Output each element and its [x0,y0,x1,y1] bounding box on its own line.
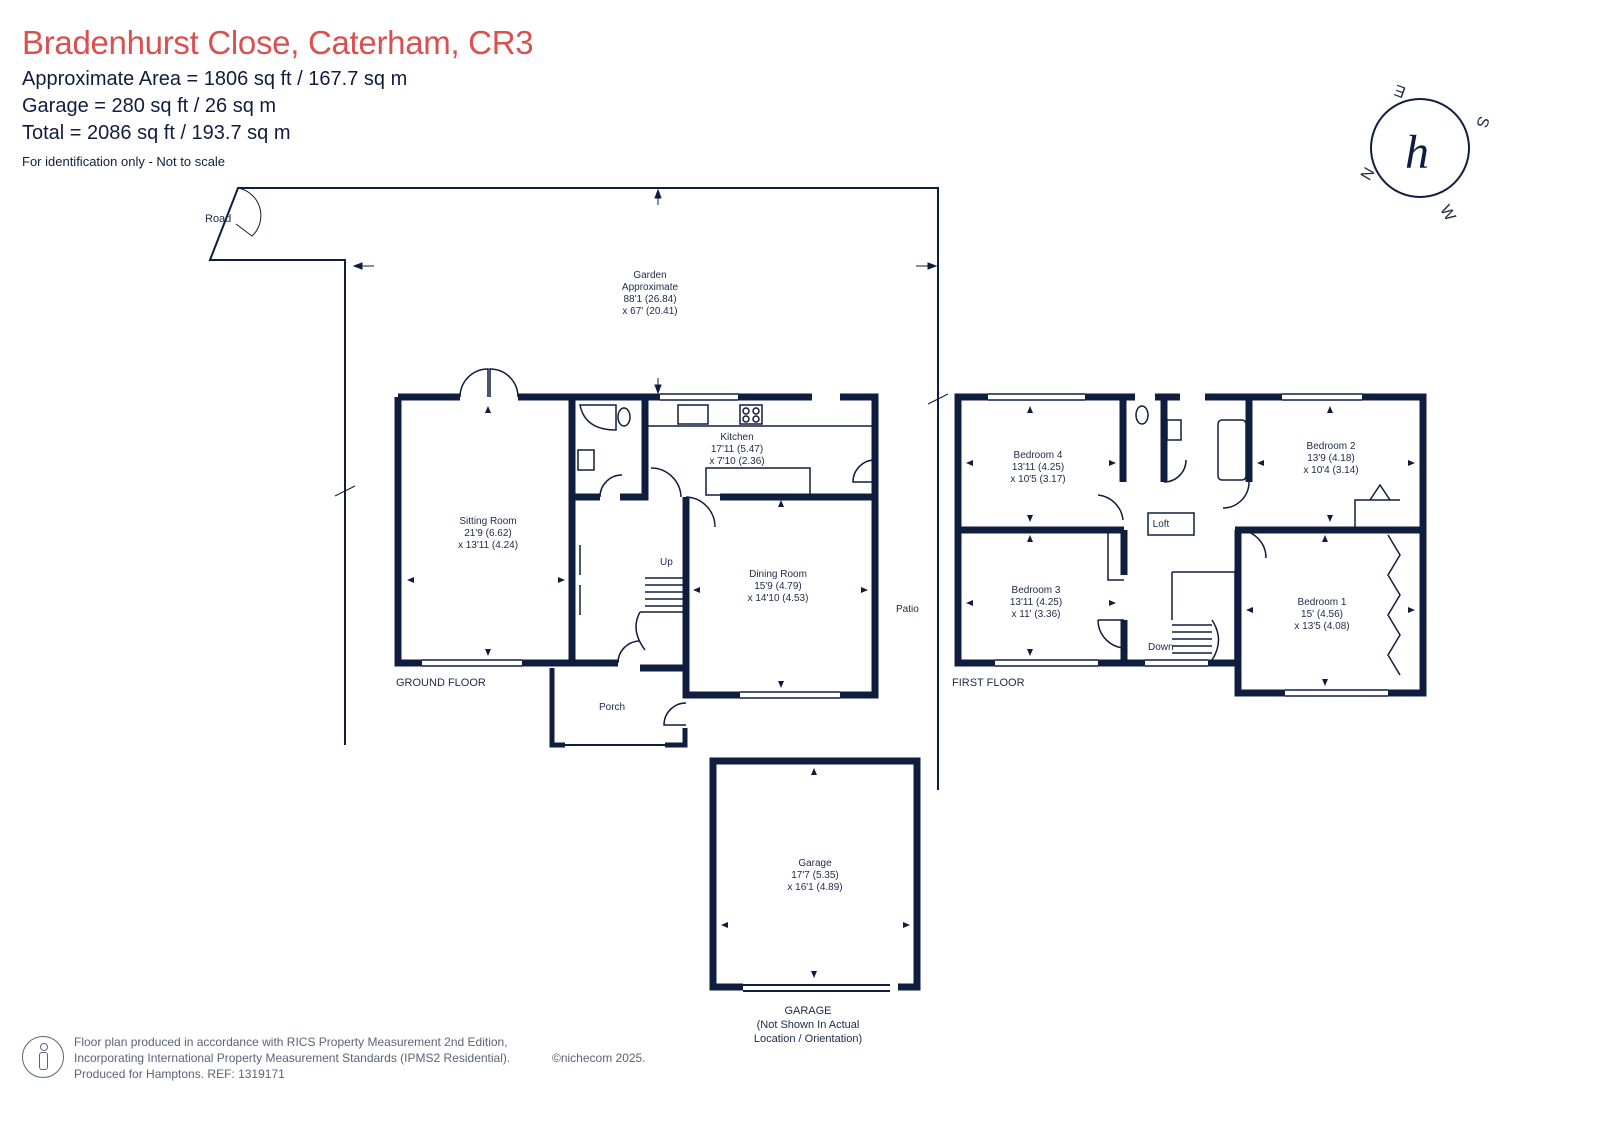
porch-walls [549,668,688,748]
garage-caption-line2: (Not Shown In Actual [757,1019,860,1031]
garage-dim2: x 16'1 (4.89) [787,882,842,893]
garage-name: Garage [798,858,832,869]
road-label: Road [205,213,231,225]
garden-dimension-arrows [352,188,938,395]
garden-approx: Approximate [622,282,679,293]
total-area: Total = 2086 sq ft / 193.7 sq m [22,122,291,144]
garage-dim1: 17'7 (5.35) [791,870,839,881]
compass-logo: h N E S W [1358,81,1492,225]
dining-room-dim2: x 14'10 (4.53) [748,593,809,604]
disclaimer: For identification only - Not to scale [22,154,226,169]
garden-dim1: 88'1 (26.84) [623,294,676,305]
garage-caption-line3: Location / Orientation) [754,1033,862,1045]
garden-name: Garden [633,270,666,281]
kitchen-dim1: 17'11 (5.47) [711,444,763,455]
garage-room-label: Garage 17'7 (5.35) x 16'1 (4.89) [787,858,842,893]
dining-room-name: Dining Room [749,569,807,580]
bedroom4-label: Bedroom 4 13'11 (4.25) x 10'5 (3.17) [1010,450,1065,485]
dining-room-dim1: 15'9 (4.79) [754,581,802,592]
kitchen-label: Kitchen 17'11 (5.47) x 7'10 (2.36) [709,432,764,467]
sitting-room-label: Sitting Room 21'9 (6.62) x 13'11 (4.24) [458,516,518,551]
garage-walls [709,757,921,992]
compass-east: E [1392,81,1408,101]
ground-floor-windows [422,368,876,726]
garage-floor-label: GARAGE (Not Shown In Actual Location / O… [754,1005,862,1045]
approximate-area: Approximate Area = 1806 sq ft / 167.7 sq… [22,68,408,90]
copyright: ©nichecom 2025. [552,1051,646,1065]
garden-dim2: x 67' (20.41) [622,306,677,317]
first-floor-windows [988,393,1401,697]
bedroom1-label: Bedroom 1 15' (4.56) x 13'5 (4.08) [1294,597,1349,632]
ground-floor-walls [394,393,879,699]
porch-label: Porch [599,702,625,713]
bedroom3-dim1: 13'11 (4.25) [1010,597,1062,608]
first-floor-label: FIRST FLOOR [952,677,1025,689]
bedroom4-dim1: 13'11 (4.25) [1012,462,1064,473]
footer-line-2: Incorporating International Property Mea… [74,1051,511,1065]
footer-line-3: Produced for Hamptons. REF: 1319171 [74,1067,285,1081]
sitting-room-name: Sitting Room [459,516,516,527]
dining-room-label: Dining Room 15'9 (4.79) x 14'10 (4.53) [748,569,809,604]
sitting-room-dim2: x 13'11 (4.24) [458,540,518,551]
page-title: Bradenhurst Close, Caterham, CR3 [22,24,534,61]
logo-letter: h [1405,126,1429,179]
bedroom2-dim1: 13'9 (4.18) [1307,453,1355,464]
bedroom1-dim1: 15' (4.56) [1301,609,1343,620]
compass-ring [1370,98,1470,198]
ground-floor-label: GROUND FLOOR [396,677,486,689]
stairs-down-label: Down [1148,642,1174,653]
bedroom1-name: Bedroom 1 [1298,597,1347,608]
bedroom2-name: Bedroom 2 [1307,441,1356,452]
loft-label: Loft [1153,519,1170,530]
patio-label: Patio [896,604,919,615]
bedroom3-dim2: x 11' (3.36) [1012,609,1061,620]
room-arrows [407,406,1415,978]
info-person-icon [22,1036,64,1078]
first-floor-walls [954,393,1427,697]
footer-line-1: Floor plan produced in accordance with R… [74,1035,508,1049]
bedroom2-dim2: x 10'4 (3.14) [1303,465,1358,476]
stairs-up-label: Up [660,557,673,568]
sitting-room-dim1: 21'9 (6.62) [464,528,512,539]
compass-south: S [1472,114,1492,130]
garden-boundary [208,187,949,790]
compass-west: W [1436,203,1459,225]
garage-caption-title: GARAGE [784,1005,831,1017]
garage-area: Garage = 280 sq ft / 26 sq m [22,95,277,117]
bedroom2-label: Bedroom 2 13'9 (4.18) x 10'4 (3.14) [1303,441,1358,476]
bedroom3-label: Bedroom 3 13'11 (4.25) x 11' (3.36) [1010,585,1062,620]
bedroom4-dim2: x 10'5 (3.17) [1010,474,1065,485]
garden-label: Garden Approximate 88'1 (26.84) x 67' (2… [622,270,679,317]
bedroom1-dim2: x 13'5 (4.08) [1294,621,1349,632]
kitchen-name: Kitchen [720,432,753,443]
kitchen-dim2: x 7'10 (2.36) [709,456,764,467]
bedroom3-name: Bedroom 3 [1012,585,1061,596]
bedroom4-name: Bedroom 4 [1014,450,1063,461]
